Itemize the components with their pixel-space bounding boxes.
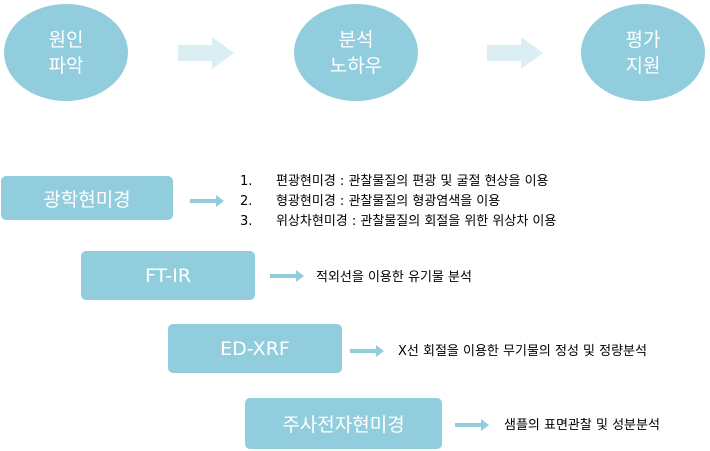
- method-arrow-edxrf: [350, 345, 384, 357]
- process-step-analysis: 분석 노하우: [294, 4, 418, 101]
- method-box-ftir: FT-IR: [81, 251, 255, 300]
- method-arrow-ftir: [270, 270, 304, 282]
- edxrf-description: X선 회절을 이용한 무기물의 정성 및 정량분석: [398, 344, 647, 359]
- detail-text: 위상차현미경 : 관찰물질의 회절을 위한 위상차 이용: [276, 214, 557, 229]
- detail-text: 형광현미경 : 관찰물질의 형광염색을 이용: [276, 194, 501, 209]
- detail-item: 1. 편광현미경 : 관찰물질의 편광 및 굴절 현상을 이용: [240, 172, 556, 192]
- method-box-edxrf: ED-XRF: [168, 324, 342, 373]
- method-arrow-sem: [455, 419, 489, 431]
- process-step-evaluation: 평가 지원: [581, 4, 705, 101]
- flow-arrow-1: [178, 37, 234, 69]
- method-box-optical-microscope: 광학현미경: [1, 176, 173, 220]
- method-box-sem: 주사전자현미경: [245, 398, 442, 449]
- detail-number: 2.: [240, 194, 253, 209]
- method-arrow-optical: [190, 195, 224, 207]
- detail-item: 3. 위상차현미경 : 관찰물질의 회절을 위한 위상차 이용: [240, 212, 556, 232]
- flow-arrow-2: [487, 37, 543, 69]
- detail-text: 편광현미경 : 관찰물질의 편광 및 굴절 현상을 이용: [276, 174, 549, 189]
- optical-microscope-details: 1. 편광현미경 : 관찰물질의 편광 및 굴절 현상을 이용 2. 형광현미경…: [240, 172, 556, 232]
- sem-description: 샘플의 표면관찰 및 성분분석: [504, 418, 660, 433]
- process-step-cause: 원인 파악: [4, 4, 128, 101]
- ftir-description: 적외선을 이용한 유기물 분석: [316, 270, 472, 285]
- detail-number: 1.: [240, 174, 253, 189]
- detail-number: 3.: [240, 214, 253, 229]
- detail-item: 2. 형광현미경 : 관찰물질의 형광염색을 이용: [240, 192, 556, 212]
